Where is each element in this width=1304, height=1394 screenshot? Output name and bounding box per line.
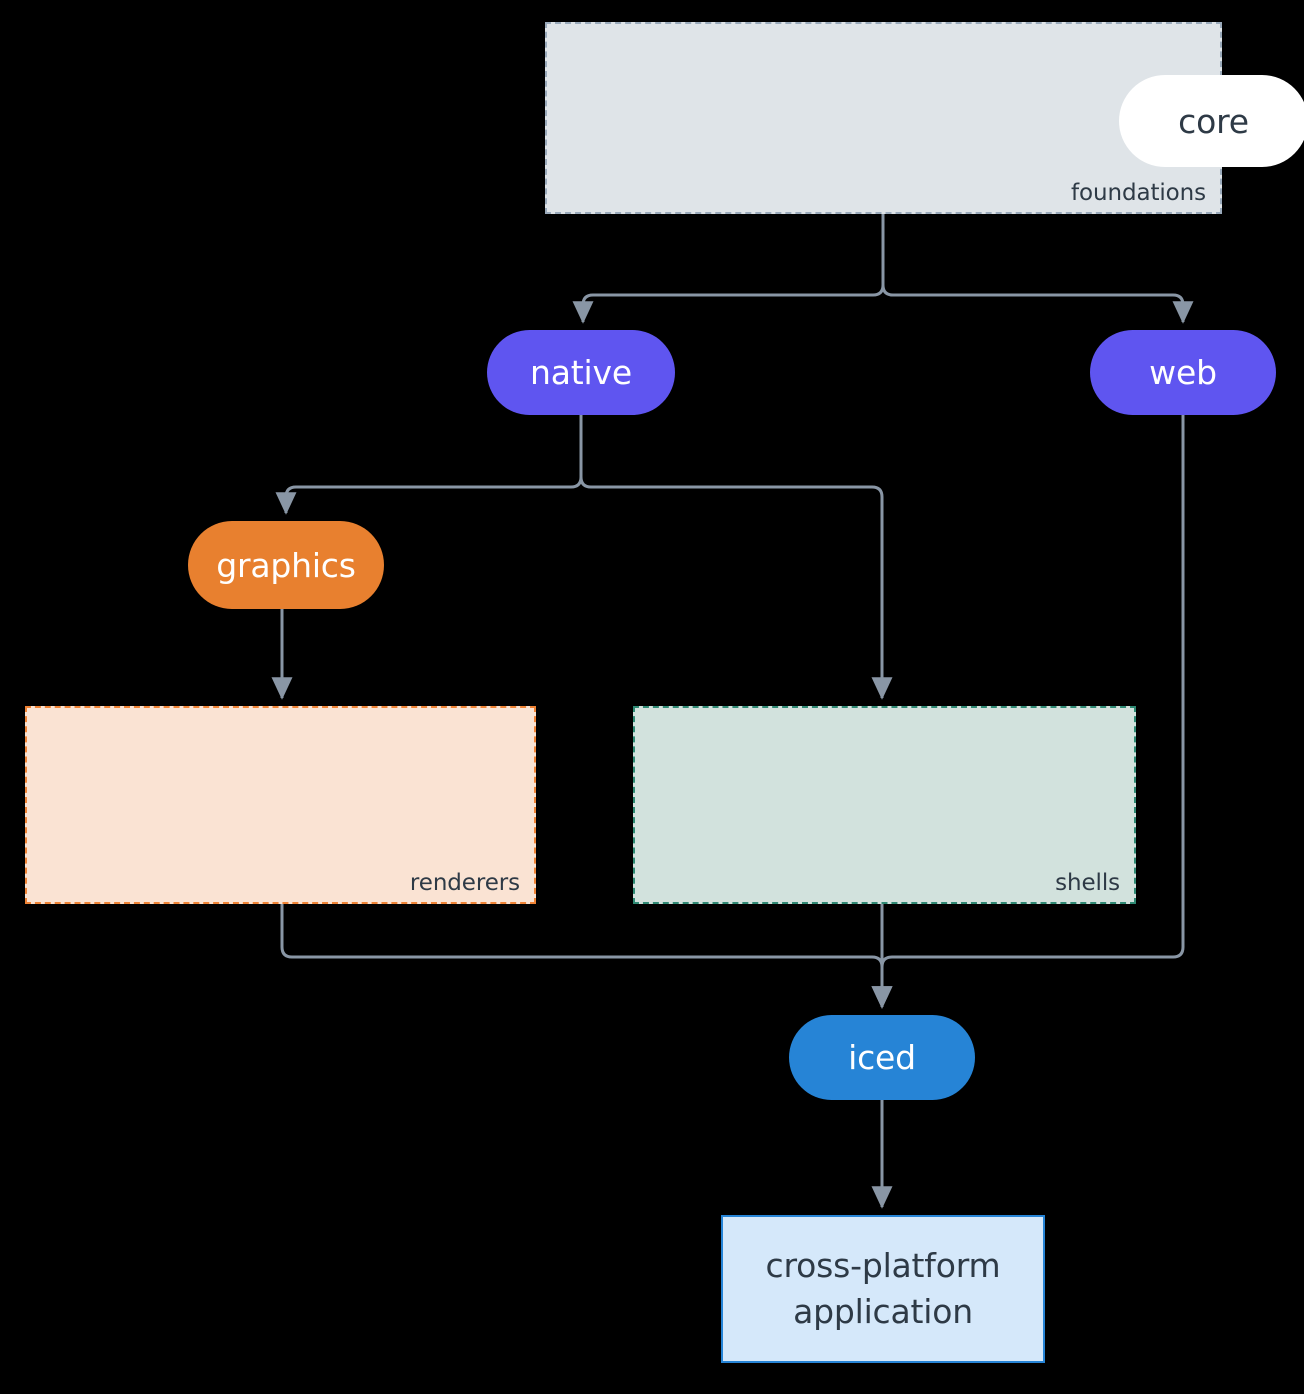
pill-core[interactable]: core [1119,75,1304,167]
cluster-renderers[interactable]: wgpu glow … renderers [25,706,536,904]
cluster-label-foundations: foundations [1071,180,1206,206]
node-graphics[interactable]: graphics [188,521,384,609]
node-web[interactable]: web [1090,330,1276,415]
cluster-label-renderers: renderers [409,870,520,896]
application-label-line1: cross-platform [765,1246,1001,1286]
edge-foundations-web [881,214,1194,324]
application-label-line2: application [793,1292,973,1331]
edge-web-iced [871,415,1185,1009]
node-application[interactable]: cross-platform application [721,1215,1045,1363]
cluster-shells[interactable]: winit glutin … shells [633,706,1136,904]
cluster-foundations[interactable]: core futures style foundations [545,22,1304,214]
cluster-label-shells: shells [1055,870,1120,896]
node-native[interactable]: native [487,330,675,415]
node-iced[interactable]: iced [789,1015,975,1100]
edge-native-shells [579,415,893,700]
